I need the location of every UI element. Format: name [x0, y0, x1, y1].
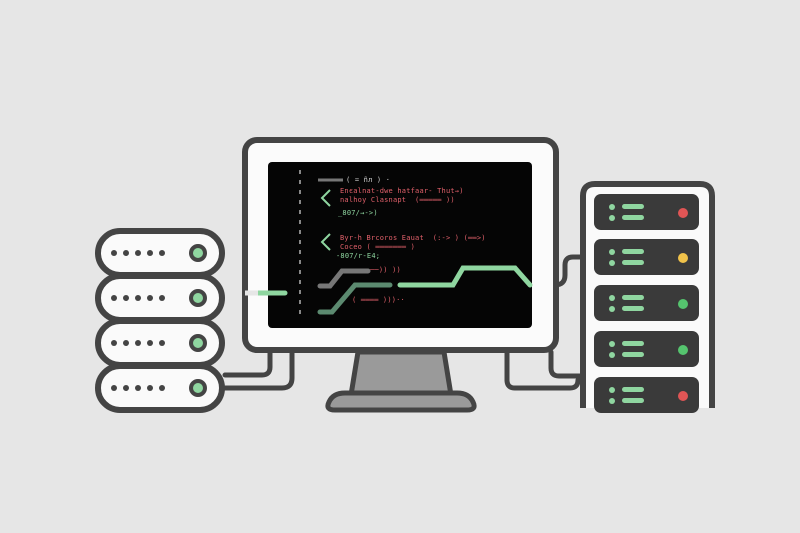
monitor-stand	[348, 349, 454, 398]
right-cables	[504, 254, 586, 391]
vent-dots-icon	[111, 250, 165, 391]
code-line: Coceo ( ═══════ )	[340, 243, 416, 251]
code-line: ( = ñл ) ·	[346, 176, 391, 184]
code-line: -807/r-E4;	[336, 252, 381, 260]
code-line: nalhoy Clasnapt (═════ ))	[340, 196, 455, 204]
left-server-stack	[95, 228, 225, 413]
left-cables	[222, 337, 295, 391]
monitor	[242, 137, 559, 413]
rack-indicator-icon	[609, 204, 644, 404]
code-line: ( ════ )))··	[352, 296, 405, 304]
screen-graphics	[245, 170, 533, 318]
rack-status-led-icon	[678, 208, 688, 401]
monitor-screen	[268, 162, 532, 328]
code-line: ──)) ))	[370, 266, 401, 274]
right-rack	[580, 181, 715, 413]
code-line: _807/→->)	[338, 209, 378, 217]
status-led-icon	[189, 244, 207, 397]
code-line: Enєalnat-dwe hatfaar- Thut→)	[340, 187, 464, 195]
monitor-base	[325, 390, 477, 413]
rack-unit	[594, 194, 699, 413]
code-line: Byr-h Brcoros Eauat (:-> ) (══>)	[340, 234, 486, 242]
